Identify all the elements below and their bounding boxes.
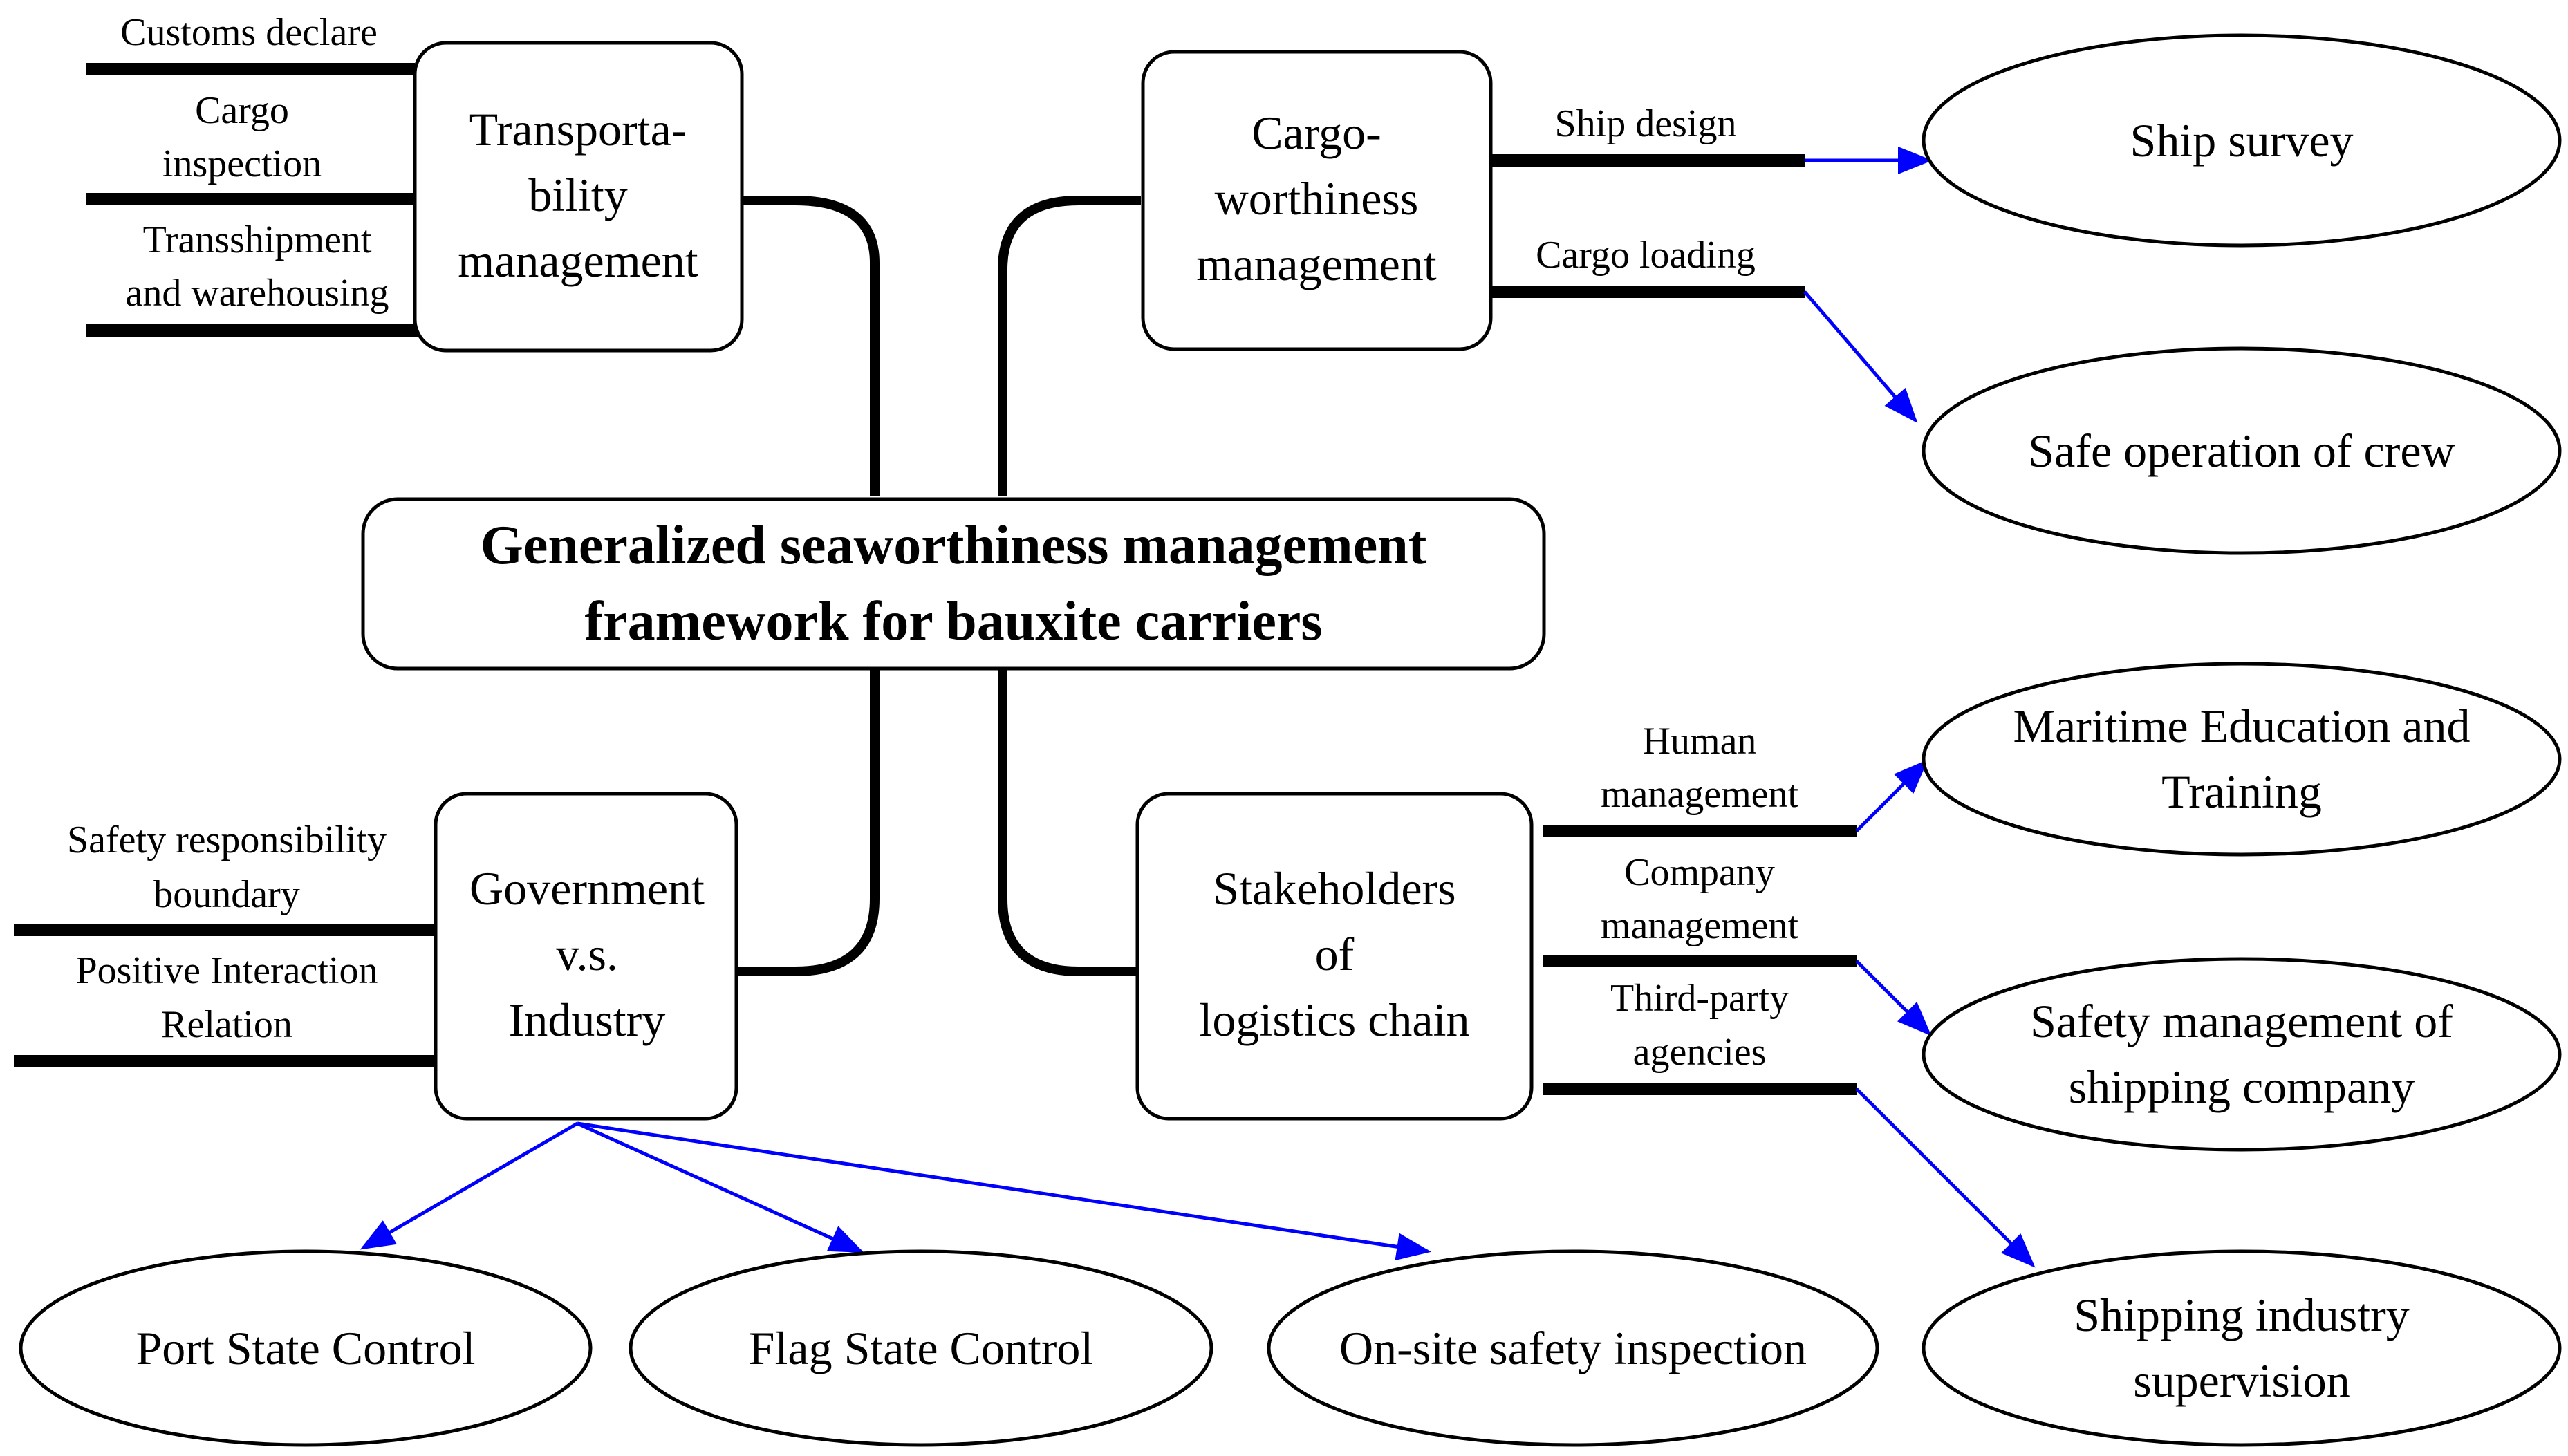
ellipse-shipping-supervision-line-2: supervision — [2133, 1354, 2350, 1407]
label-transshipment-line-1: Transshipment — [143, 218, 372, 261]
label-human-management-line-1: Human — [1643, 720, 1757, 763]
label-lines — [14, 63, 1857, 1095]
ellipse-port-state: Port State Control — [19, 1249, 593, 1447]
label-ship-design: Ship design — [1555, 102, 1737, 145]
arrow-to-port-state — [360, 1121, 579, 1250]
arrow-to-flag-state — [576, 1121, 864, 1253]
ellipse-maritime-education-line-2: Training — [2161, 765, 2322, 818]
arrows — [360, 147, 2036, 1268]
box-stakeholders-line-1: Stakeholders — [1213, 862, 1455, 915]
box-transportability-line-3: management — [458, 234, 698, 287]
box-transportability: Transporta- bility management — [413, 41, 744, 353]
label-safety-responsibility-line-1: Safety responsibility — [67, 819, 387, 861]
connector-government — [738, 667, 880, 976]
box-government: Government v.s. Industry — [434, 792, 738, 1121]
label-cargo-inspection-line-1: Cargo — [195, 89, 289, 132]
ellipse-safety-management: Safety management of shipping company — [1922, 957, 2562, 1152]
connector-stakeholders — [998, 667, 1136, 976]
box-stakeholders: Stakeholders of logistics chain — [1135, 792, 1534, 1121]
ellipse-safe-operation-text: Safe operation of crew — [2028, 424, 2455, 477]
label-safety-responsibility-line-2: boundary — [153, 873, 300, 916]
label-human-management-line-2: management — [1601, 773, 1799, 816]
label-third-party-line-2: agencies — [1633, 1031, 1767, 1074]
ellipse-maritime-education-line-1: Maritime Education and — [2013, 700, 2471, 752]
arrow-to-safety-management — [1855, 960, 1932, 1036]
ellipse-safe-operation: Safe operation of crew — [1922, 346, 2562, 555]
arrow-to-onsite-inspection — [577, 1121, 1431, 1261]
box-stakeholders-line-3: logistics chain — [1200, 993, 1470, 1046]
box-government-line-2: v.s. — [556, 928, 618, 980]
title-line-2: framework for bauxite carriers — [584, 591, 1322, 652]
ellipse-onsite-inspection-text: On-site safety inspection — [1339, 1322, 1807, 1374]
box-transportability-line-1: Transporta- — [469, 103, 687, 156]
box-cargoworthiness-line-2: worthiness — [1215, 172, 1419, 225]
box-government-line-1: Government — [469, 862, 705, 915]
ellipse-maritime-education: Maritime Education and Training — [1922, 662, 2562, 857]
ellipse-safety-management-line-2: shipping company — [2069, 1061, 2415, 1113]
label-company-management-line-2: management — [1601, 904, 1799, 947]
ellipse-port-state-text: Port State Control — [136, 1322, 475, 1374]
label-customs-declare: Customs declare — [120, 11, 378, 54]
ellipse-shipping-supervision-line-1: Shipping industry — [2074, 1289, 2410, 1341]
connector-cargoworthiness — [998, 196, 1141, 496]
ellipse-shipping-supervision: Shipping industry supervision — [1922, 1249, 2562, 1447]
arrow-to-safe-operation — [1803, 290, 1918, 423]
arrow-to-shipping-supervision — [1855, 1088, 2036, 1268]
ellipse-flag-state: Flag State Control — [629, 1249, 1213, 1447]
ellipse-ship-survey-text: Ship survey — [2130, 114, 2354, 167]
label-third-party-line-1: Third-party — [1610, 977, 1789, 1020]
label-cargo-inspection-line-2: inspection — [162, 142, 322, 185]
box-transportability-line-2: bility — [528, 169, 628, 221]
ellipse-flag-state-text: Flag State Control — [749, 1322, 1094, 1374]
title-line-1: Generalized seaworthiness management — [481, 515, 1427, 576]
central-title: Generalized seaworthiness management fra… — [361, 497, 1546, 671]
label-positive-interaction-line-1: Positive Interaction — [75, 949, 378, 992]
box-cargoworthiness-line-3: management — [1196, 238, 1437, 290]
connector-transportability — [742, 196, 880, 496]
box-cargoworthiness: Cargo- worthiness management — [1141, 50, 1493, 351]
label-positive-interaction-line-2: Relation — [161, 1003, 292, 1046]
label-transshipment-line-2: and warehousing — [125, 272, 389, 315]
line-labels: Customs declare Cargo inspection Transsh… — [67, 11, 1798, 1074]
label-company-management-line-1: Company — [1624, 851, 1775, 894]
label-cargo-loading: Cargo loading — [1536, 234, 1756, 277]
box-government-line-3: Industry — [509, 993, 666, 1046]
box-cargoworthiness-line-1: Cargo- — [1252, 106, 1381, 159]
hub-connectors — [738, 196, 1141, 976]
ellipse-ship-survey: Ship survey — [1922, 33, 2562, 248]
arrow-to-maritime-education — [1855, 759, 1928, 832]
ellipse-onsite-inspection: On-site safety inspection — [1267, 1249, 1879, 1447]
box-stakeholders-line-2: of — [1315, 928, 1355, 980]
ellipse-safety-management-line-1: Safety management of — [2030, 995, 2453, 1047]
